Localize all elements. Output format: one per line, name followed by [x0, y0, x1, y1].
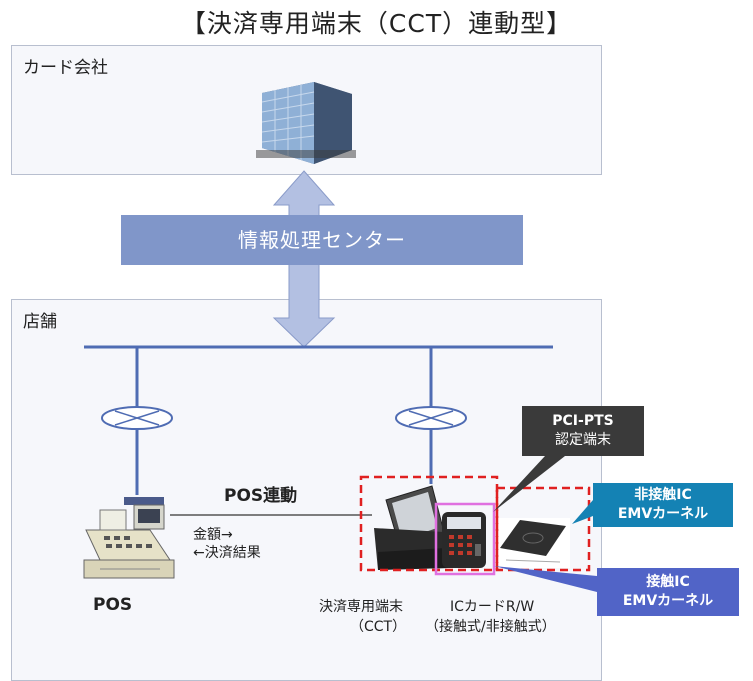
- ic-reader-sub-label: （接触式/非接触式）: [425, 619, 556, 635]
- pos-register-icon: [83, 497, 175, 579]
- office-building-icon: [256, 82, 356, 164]
- contactless-callout-pointer: [572, 500, 593, 524]
- pos-label: POS: [93, 595, 133, 615]
- ic-reader-label: ICカードR/W: [450, 599, 535, 615]
- page-title: 【決済専用端末（CCT）連動型】: [180, 9, 573, 38]
- pci-callout-line-1: PCI-PTS: [552, 413, 614, 429]
- processing-center: 情報処理センター: [121, 215, 523, 265]
- pci-callout-pointer: [493, 456, 565, 512]
- ic-card-reader-icon: [442, 512, 486, 568]
- cct-label: 決済専用端末: [319, 599, 403, 615]
- amount-label: 金額→: [193, 527, 233, 543]
- card-company-label: カード会社: [23, 58, 108, 78]
- hub-icon: [395, 406, 467, 430]
- contact-kernel-callout: 接触IC EMVカーネル: [597, 568, 739, 616]
- contactless-kernel-callout: 非接触IC EMVカーネル: [593, 483, 733, 527]
- store-label: 店舗: [23, 312, 57, 332]
- cct-terminal-icon: [374, 485, 448, 570]
- contactless-reader-icon: [498, 518, 570, 568]
- hub-icon: [101, 406, 173, 430]
- pci-callout-line-2: 認定端末: [555, 432, 611, 448]
- contact-callout-pointer: [494, 566, 597, 592]
- contact-callout-line-2: EMVカーネル: [622, 593, 714, 609]
- pos-link-label: POS連動: [224, 486, 298, 506]
- result-label: ←決済結果: [193, 545, 261, 561]
- contact-reader-highlight: [434, 502, 496, 576]
- cct-sub-label: （CCT）: [350, 619, 407, 635]
- contactless-callout-line-2: EMVカーネル: [617, 506, 709, 522]
- contact-callout-line-1: 接触IC: [646, 574, 690, 590]
- contactless-reader-highlight: [495, 486, 591, 572]
- pci-pts-callout: PCI-PTS 認定端末: [522, 406, 644, 456]
- contactless-callout-line-1: 非接触IC: [634, 487, 692, 503]
